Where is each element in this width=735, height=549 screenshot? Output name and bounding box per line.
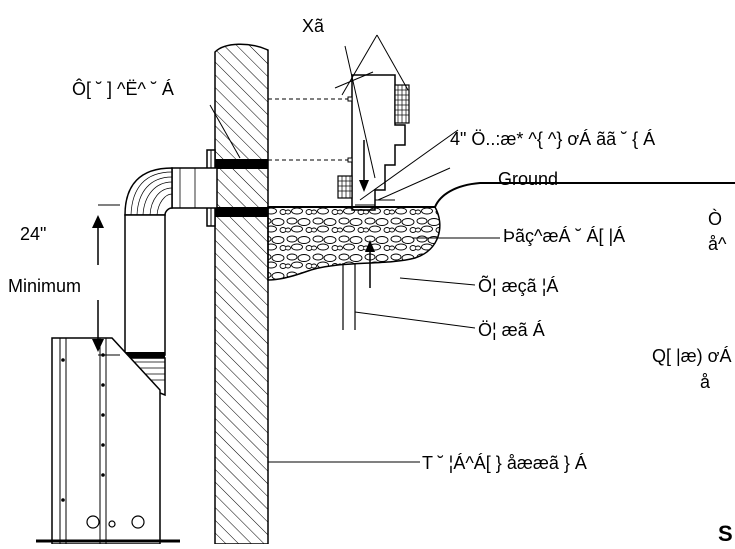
label-right-partial-4: å bbox=[700, 372, 711, 392]
label-right-partial-3: Q[ |æ) ơÁ bbox=[652, 346, 732, 366]
vertical-pipe bbox=[124, 214, 166, 358]
wall bbox=[214, 43, 269, 545]
leader-lines bbox=[209, 104, 500, 463]
label-top: Xã bbox=[302, 16, 325, 36]
label-right-partial-2: å^ bbox=[708, 234, 727, 254]
pipe-elbow bbox=[124, 167, 173, 216]
label-drain: Ö¦ æã Á bbox=[478, 320, 545, 340]
label-gravel: Õ¦ æçã ¦Á bbox=[478, 275, 558, 296]
horizontal-pipe bbox=[171, 167, 218, 209]
label-right-partial-5: S bbox=[718, 521, 733, 544]
label-right-partial-1: Ò bbox=[708, 208, 722, 229]
dimension-arrows bbox=[92, 34, 451, 356]
label-pipe-height: 4" Ö..:æ* ^{ ^} ơÁ ãã ˘ { Á bbox=[450, 129, 655, 149]
label-wall-plate: Ô[ ˘ ] ^Ë^ ˘ Á bbox=[72, 78, 174, 99]
label-wall: T ˘ ¦Á^Á[ } åææã } Á bbox=[422, 453, 587, 473]
heater-unit bbox=[36, 337, 180, 545]
label-min-value: 24" bbox=[20, 224, 46, 244]
ground-section bbox=[267, 182, 735, 330]
label-clearance: Þãç^æÁ ˘ Á[ |Á bbox=[503, 226, 625, 246]
alignment-dashes bbox=[268, 98, 348, 161]
label-min-word: Minimum bbox=[8, 276, 81, 296]
label-ground: Ground bbox=[498, 169, 558, 189]
